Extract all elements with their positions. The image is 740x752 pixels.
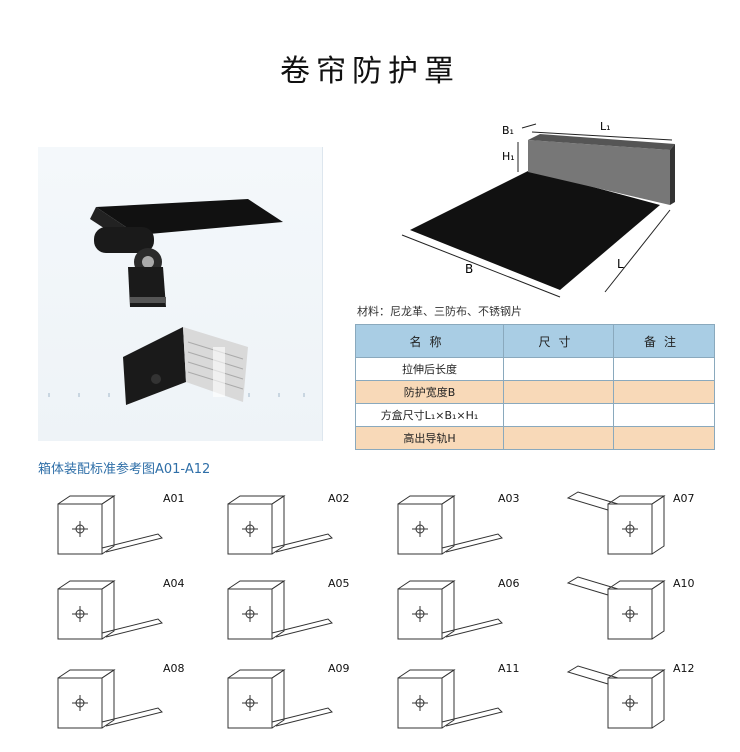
row-note xyxy=(613,403,715,427)
diagram-curtain xyxy=(410,170,660,290)
box-diagram xyxy=(57,580,163,640)
box-diagram xyxy=(566,665,666,729)
assembly-variant-a11: A11 xyxy=(388,660,558,740)
row-name: 防护宽度B xyxy=(355,380,504,404)
assembly-variant-a02: A02 xyxy=(218,490,388,570)
variant-label: A11 xyxy=(498,662,520,675)
variant-label: A10 xyxy=(673,577,695,590)
box-diagram xyxy=(227,580,333,640)
assembly-variant-a01: A01 xyxy=(48,490,218,570)
row-name: 拉伸后长度 xyxy=(355,357,504,381)
table-row: 方盒尺寸L₁×B₁×H₁ xyxy=(355,403,715,427)
variant-label: A05 xyxy=(328,577,350,590)
variant-label: A06 xyxy=(498,577,520,590)
assembly-variant-a09: A09 xyxy=(218,660,388,740)
curtain-sheet xyxy=(96,199,283,235)
assembly-variant-a05: A05 xyxy=(218,575,388,655)
roller-drum xyxy=(94,227,154,253)
variant-label: A04 xyxy=(163,577,185,590)
label-h1: H₁ xyxy=(502,150,515,163)
row-note xyxy=(613,357,715,381)
section-title: 箱体装配标准参考图A01-A12 xyxy=(38,462,211,477)
variant-label: A02 xyxy=(328,492,350,505)
assembly-variant-a03: A03 xyxy=(388,490,558,570)
variant-label: A03 xyxy=(498,492,520,505)
assembly-variant-a06: A06 xyxy=(388,575,558,655)
row-size xyxy=(503,403,614,427)
header-note: 备注 xyxy=(613,324,715,358)
materials-note: 材料：尼龙革、三防布、不锈钢片 xyxy=(357,305,522,318)
product-photo xyxy=(38,147,323,441)
row-note xyxy=(613,380,715,404)
table-row: 防护宽度B xyxy=(355,380,715,404)
variant-label: A09 xyxy=(328,662,350,675)
table-row: 拉伸后长度 xyxy=(355,357,715,381)
variant-label: A01 xyxy=(163,492,185,505)
box-diagram xyxy=(227,495,333,555)
box-diagram xyxy=(566,491,666,555)
header-name: 名称 xyxy=(355,324,504,358)
box-diagram xyxy=(57,669,163,729)
variant-label: A07 xyxy=(673,492,695,505)
row-name: 高出导轨H xyxy=(355,426,504,450)
assembly-variant-a08: A08 xyxy=(48,660,218,740)
box-diagram xyxy=(397,580,503,640)
assembly-variant-a04: A04 xyxy=(48,575,218,655)
spec-table: 名称 尺寸 备注 拉伸后长度 防护宽度B 方盒尺寸L₁×B₁×H₁ 高出导轨H xyxy=(355,324,715,450)
page-title: 卷帘防护罩 xyxy=(280,54,460,89)
row-name: 方盒尺寸L₁×B₁×H₁ xyxy=(355,403,504,427)
assembly-variant-a10: A10 xyxy=(558,575,728,655)
row-size xyxy=(503,357,614,381)
label-l1: L₁ xyxy=(600,120,611,133)
table-row: 高出导轨H xyxy=(355,426,715,450)
header-size: 尺寸 xyxy=(503,324,614,358)
box-diagram xyxy=(57,495,163,555)
row-size xyxy=(503,380,614,404)
box-housing xyxy=(123,327,186,405)
label-b: B xyxy=(465,262,473,276)
row-size xyxy=(503,426,614,450)
variant-label: A12 xyxy=(673,662,695,675)
label-b1: B₁ xyxy=(502,124,514,137)
label-l: L xyxy=(617,257,624,271)
row-note xyxy=(613,426,715,450)
box-diagram xyxy=(566,576,666,640)
box-diagram xyxy=(397,669,503,729)
box-diagram xyxy=(397,495,503,555)
assembly-variant-a12: A12 xyxy=(558,660,728,740)
variant-label: A08 xyxy=(163,662,185,675)
assembly-variant-a07: A07 xyxy=(558,490,728,570)
diagram-box-front xyxy=(528,140,670,205)
box-diagram xyxy=(227,669,333,729)
dimension-diagram: B₁ H₁ L₁ B L xyxy=(380,110,710,315)
roller-curtain-illustration xyxy=(48,199,305,405)
